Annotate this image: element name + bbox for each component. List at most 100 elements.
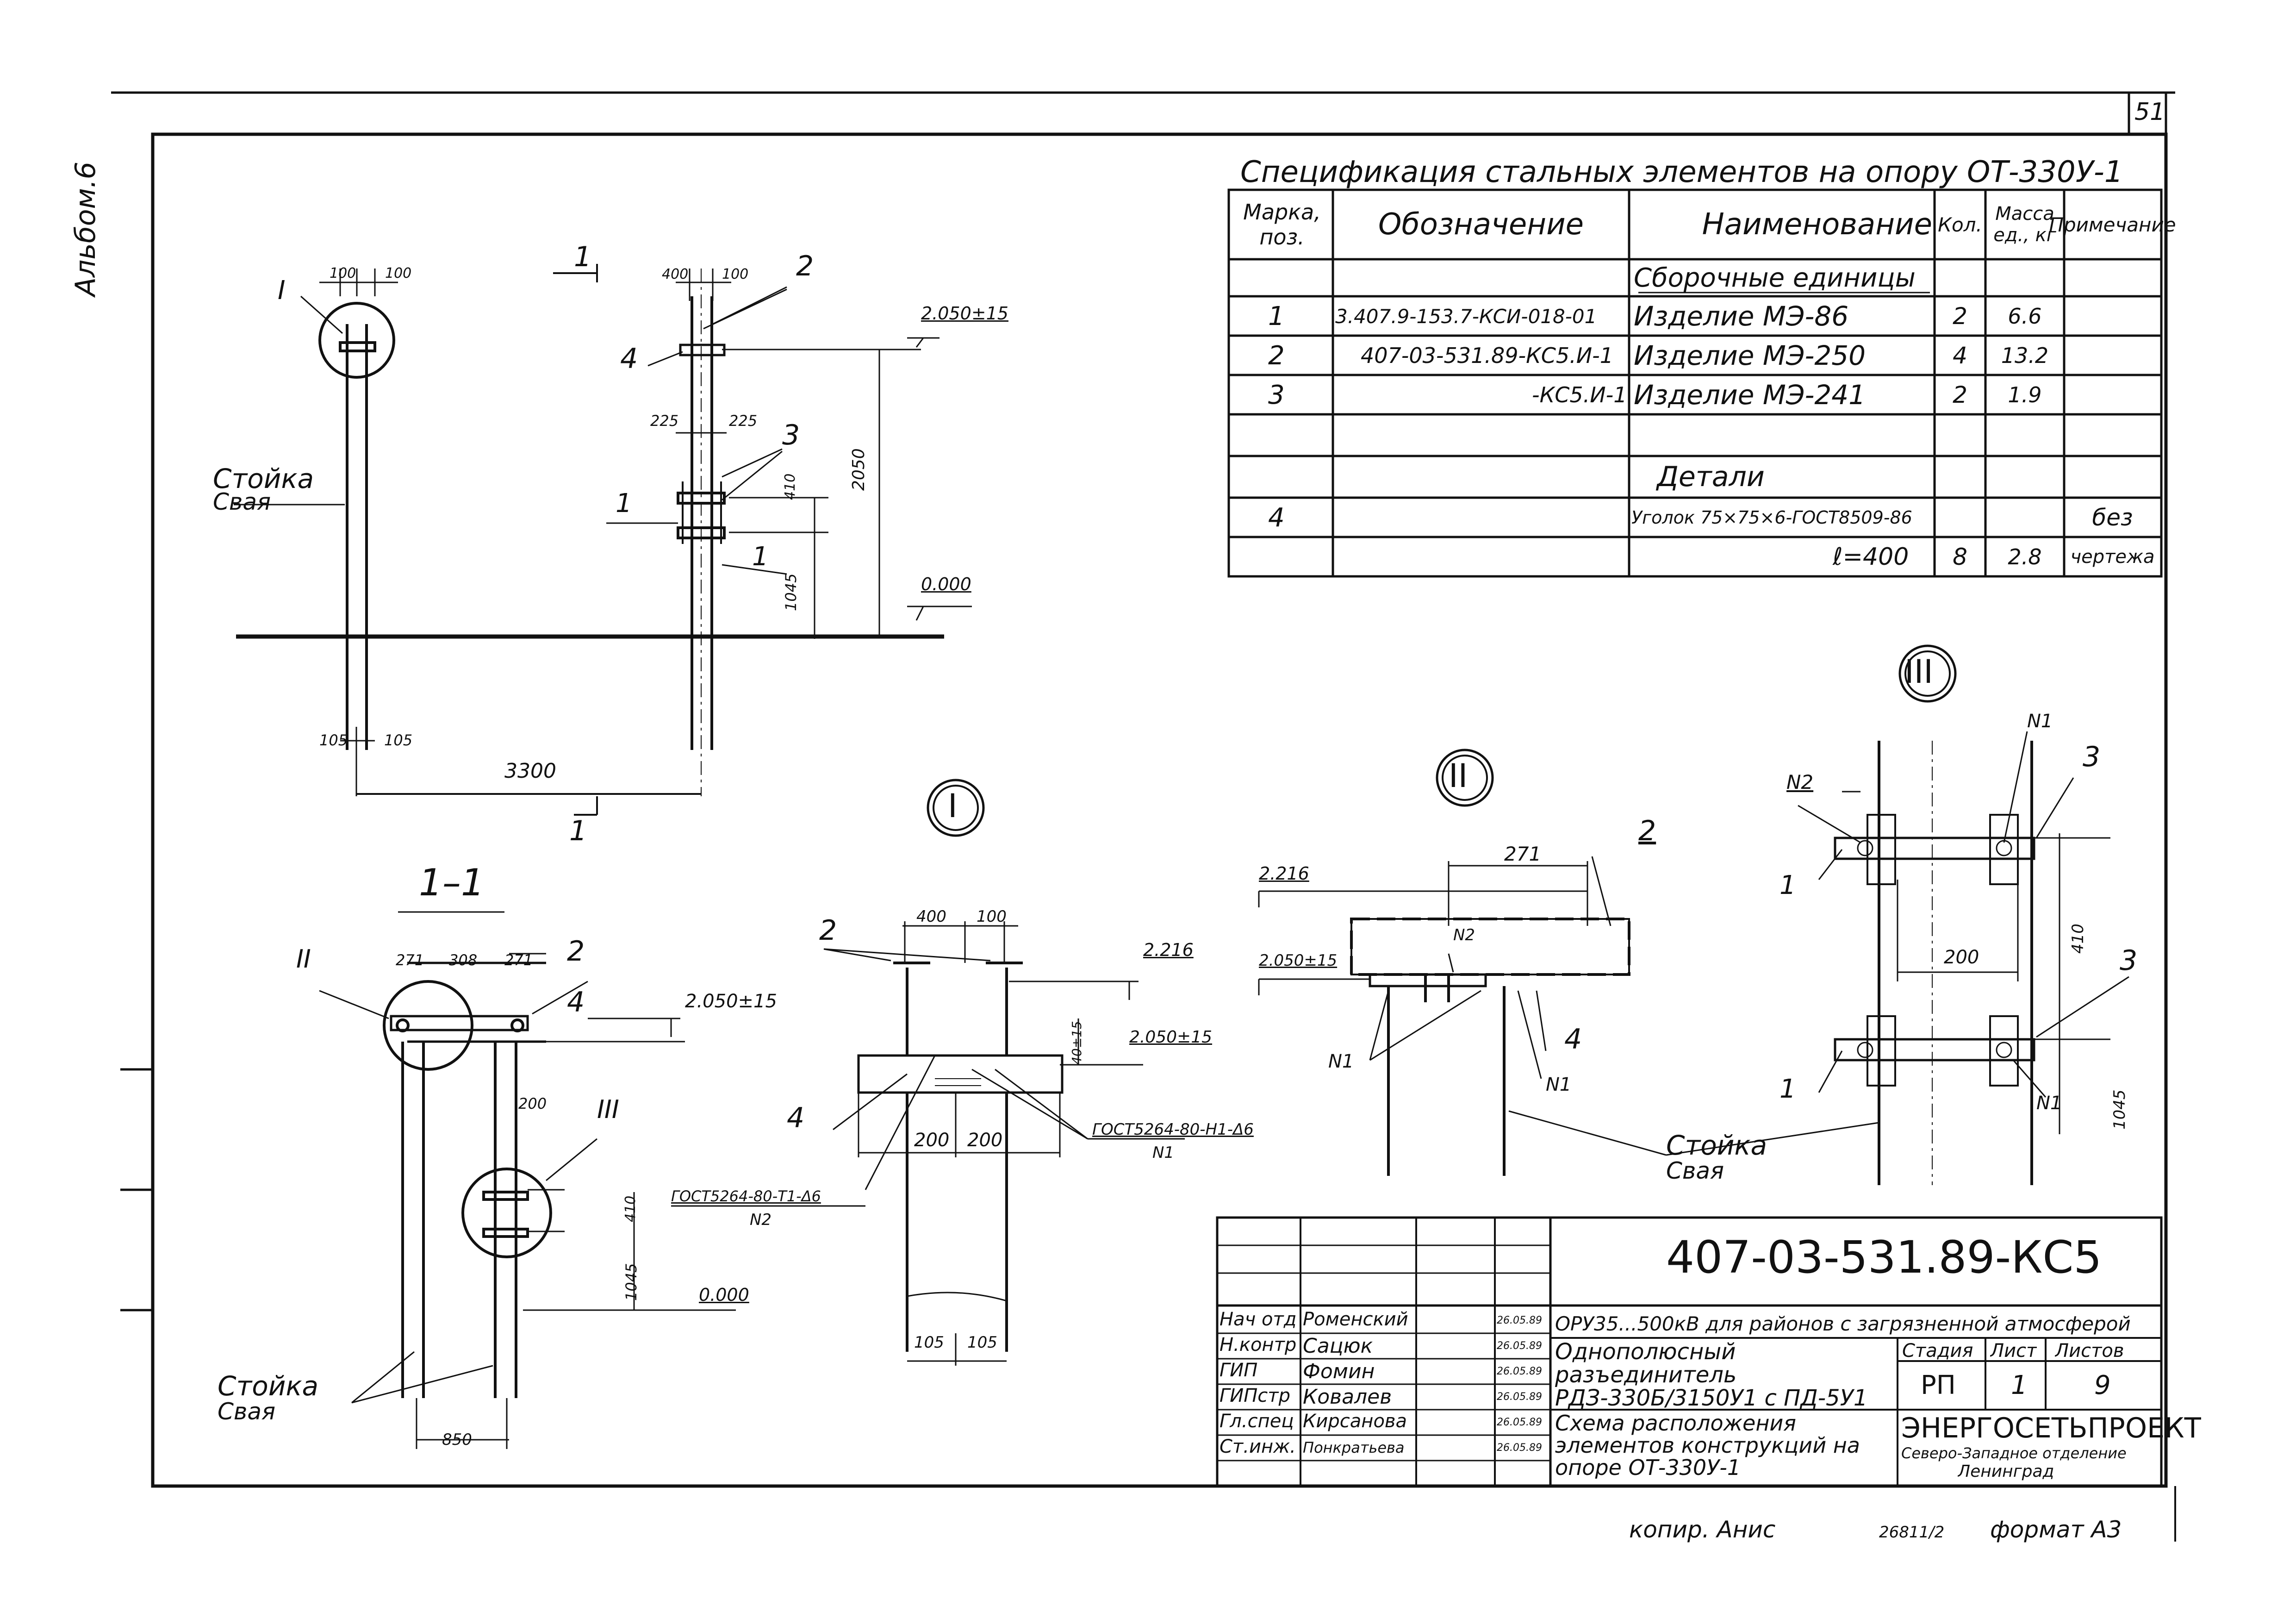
dim-271: 271 xyxy=(504,951,533,969)
dim-271: 271 xyxy=(396,951,424,969)
dim-200: 200 xyxy=(914,1130,950,1151)
title-block-grid xyxy=(1216,1216,2163,1487)
weld-n1: N1 xyxy=(2027,711,2053,732)
spec-row-mass: 13.2 xyxy=(2001,343,2049,368)
dim-105: 105 xyxy=(384,731,413,749)
section-mark: 1 xyxy=(574,241,592,273)
role-label: Гл.спец xyxy=(1220,1411,1294,1432)
org-city: Ленинград xyxy=(1958,1462,2054,1481)
weld-number: N2 xyxy=(750,1211,772,1229)
pos-3: 3 xyxy=(2083,741,2101,773)
page-number: 51 xyxy=(2134,98,2165,126)
spec-row-name: Изделие МЭ-86 xyxy=(1634,300,1849,332)
role-label: Н.контр xyxy=(1220,1334,1297,1355)
dim-410: 410 xyxy=(2069,924,2087,954)
weld-n1: N1 xyxy=(2036,1093,2062,1114)
sheet-label: Лист xyxy=(1990,1340,2037,1362)
spec-header-mark: Марка, поз. xyxy=(1243,200,1321,250)
org-sub: Северо-Западное отделение xyxy=(1901,1444,2127,1462)
level-top: 2.050±15 xyxy=(921,303,1008,324)
spec-title: Спецификация стальных элементов на опору… xyxy=(1240,155,2123,189)
code-bottom: 26811/2 xyxy=(1879,1523,1945,1542)
detail-I-title: I xyxy=(948,787,958,825)
role-name: Ковалев xyxy=(1303,1385,1392,1409)
role-date: 26.05.89 xyxy=(1497,1315,1542,1326)
spec-row-designation: -КС5.И-1 xyxy=(1532,382,1627,407)
spec-row-designation: 3.407.9-153.7-КСИ-018-01 xyxy=(1335,305,1597,328)
spec-row-mark: 1 xyxy=(1268,301,1285,331)
label-stoika: Стойка xyxy=(1666,1130,1767,1161)
spec-header-name: Наименование xyxy=(1702,207,1932,242)
pos-2: 2 xyxy=(796,250,814,282)
sheets-label: Листов xyxy=(2055,1340,2124,1362)
spec-row-qty: 2 xyxy=(1953,381,1967,408)
format-label: формат А3 xyxy=(1990,1516,2122,1543)
role-name: Фомин xyxy=(1303,1360,1375,1383)
weld-number: N1 xyxy=(1152,1143,1175,1162)
spec-row-qty: 2 xyxy=(1953,303,1967,330)
pos-2: 2 xyxy=(1638,815,1656,847)
detail-III-geometry xyxy=(1798,644,2129,1185)
role-name: Роменский xyxy=(1303,1309,1408,1330)
role-name: Понкратьева xyxy=(1303,1439,1405,1456)
spec-row-mass: 1.9 xyxy=(2008,382,2042,407)
pos-3: 3 xyxy=(2120,944,2138,977)
drawing-name: Схема расположения элементов конструкций… xyxy=(1555,1412,1860,1479)
dim-410: 410 xyxy=(782,473,798,500)
level-zero: 0.000 xyxy=(699,1285,749,1305)
section-11-title: 1–1 xyxy=(419,861,485,904)
pos-2: 2 xyxy=(819,914,837,947)
pos-1: 1 xyxy=(752,542,769,572)
callout-III: III xyxy=(597,1095,619,1124)
label-svaya: Свая xyxy=(213,488,271,515)
sheet-value: 1 xyxy=(2011,1370,2028,1400)
dim-40: 40±15 xyxy=(1069,1021,1084,1065)
section-mark: 1 xyxy=(569,815,587,847)
spec-row-group-details: Детали xyxy=(1657,461,1765,493)
weld-n2: N2 xyxy=(1786,771,1814,793)
spec-row-note: чертежа xyxy=(2070,546,2155,568)
role-date: 26.05.89 xyxy=(1497,1417,1542,1428)
doc-code: 407-03-531.89-КС5 xyxy=(1666,1231,2102,1283)
label-stoika: Стойка xyxy=(213,463,314,494)
detail-I-geometry xyxy=(671,779,1185,1366)
main-left-pile xyxy=(234,269,398,796)
spec-row-name: Изделие МЭ-250 xyxy=(1634,340,1866,371)
spec-row-group-assembly: Сборочные единицы xyxy=(1634,262,1916,293)
dim-100: 100 xyxy=(330,265,356,281)
dim-105: 105 xyxy=(319,731,348,749)
stage-value: РП xyxy=(1921,1370,1956,1400)
spec-row-name: Уголок 75×75×6-ГОСТ8509-86 xyxy=(1631,507,1912,528)
pos-3: 3 xyxy=(782,419,800,451)
spec-row-qty: 4 xyxy=(1953,342,1967,369)
dim-308: 308 xyxy=(449,951,478,969)
dim-105: 105 xyxy=(967,1333,997,1352)
pos-1: 1 xyxy=(616,488,632,518)
spec-row-mass: 6.6 xyxy=(2008,304,2042,329)
dim-200: 200 xyxy=(1944,947,1979,968)
pos-4: 4 xyxy=(620,343,638,375)
label-stoika: Стойка xyxy=(218,1370,319,1402)
level-a: 2.216 xyxy=(1259,863,1309,884)
role-date: 26.05.89 xyxy=(1497,1340,1542,1352)
level-zero: 0.000 xyxy=(921,574,971,594)
dim-400: 400 xyxy=(662,266,689,282)
dim-100: 100 xyxy=(977,907,1007,926)
spec-row-mark: 2 xyxy=(1268,340,1285,371)
role-date: 26.05.89 xyxy=(1497,1366,1542,1377)
role-label: ГИП xyxy=(1220,1360,1258,1381)
dim-410: 410 xyxy=(622,1195,639,1222)
role-name: Кирсанова xyxy=(1303,1411,1407,1432)
spec-row-mark: 4 xyxy=(1268,502,1285,533)
dim-225: 225 xyxy=(650,412,679,430)
role-name: Сацюк xyxy=(1303,1334,1373,1358)
pos-4: 4 xyxy=(1564,1023,1582,1056)
dim-271: 271 xyxy=(1504,843,1542,865)
spec-header-qty: Кол. xyxy=(1938,213,1982,236)
role-label: Ст.инж. xyxy=(1220,1436,1296,1457)
spec-row-note: без xyxy=(2092,504,2133,531)
dim-100: 100 xyxy=(722,266,749,282)
dim-3300: 3300 xyxy=(504,759,556,783)
